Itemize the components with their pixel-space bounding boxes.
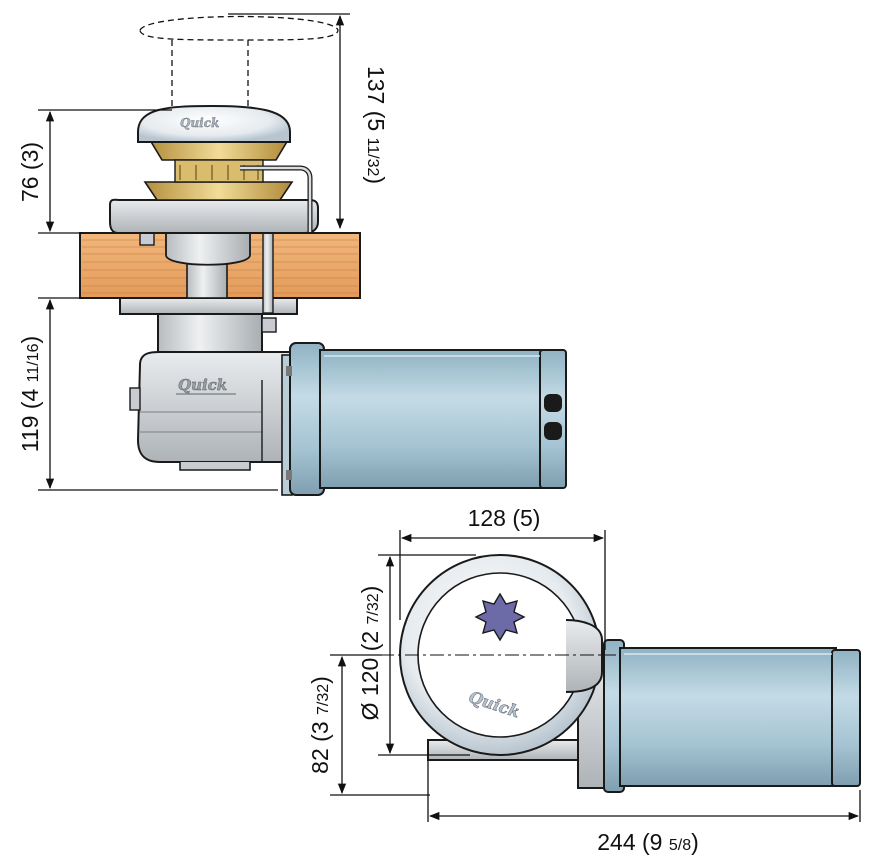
dim-offset: 82 (3 7/32) [307,676,333,774]
gearbox-housing: Quick [129,351,291,471]
deck-cover-plate [109,198,319,234]
dim-lines-top [330,530,861,822]
stud-bolt [262,232,274,314]
dim-above-deck: 76 (3) [17,142,43,202]
dim-width: 128 (5) [468,505,541,531]
top-view: Quick 128 (5) Ø 120 (2 7/32) 82 (3 7/32)… [307,505,861,855]
dim-overall-length: 244 (9 5/8) [597,829,699,855]
gearbox-logo: Quick [178,376,227,394]
dim-diameter: Ø 120 (2 7/32) [357,586,383,721]
star-socket [474,592,526,642]
dim-lines-side [38,13,350,491]
drum-top: Quick [380,554,616,756]
side-view: Quick [17,13,567,496]
gearbox-neck [157,313,263,353]
dim-upper-height: 137 (5 11/32) [363,66,389,184]
drum-cap [137,104,291,143]
dim-below-deck: 119 (4 11/16) [17,336,43,452]
motor-side [281,342,567,496]
raised-cap-outline [139,15,339,110]
chain-gypsy [143,181,294,201]
cap-logo: Quick [180,116,219,130]
deck-top-assembly: Quick [109,104,319,266]
motor-top [577,639,861,793]
